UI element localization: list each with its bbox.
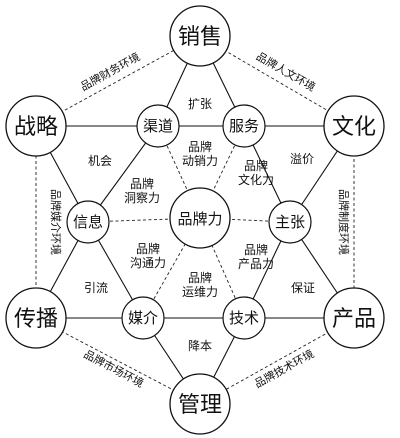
- force-culture: 品牌 文化力: [238, 159, 274, 187]
- edge-label-premium: 溢价: [290, 152, 314, 166]
- node-strategy-label: 战略: [14, 115, 58, 140]
- node-technology-label: 技术: [229, 309, 259, 327]
- node-culture: 文化: [323, 95, 385, 157]
- force-maintain-line2: 运维力: [182, 285, 218, 299]
- force-product-line1: 品牌: [244, 243, 268, 257]
- node-media: 媒介: [121, 296, 165, 340]
- force-product-line2: 产品力: [238, 257, 274, 271]
- force-insight: 品牌 洞察力: [124, 177, 160, 205]
- force-maintain-line1: 品牌: [188, 271, 212, 285]
- node-communication: 传播: [5, 287, 67, 349]
- force-motive-line1: 品牌: [188, 140, 212, 154]
- force-communicate: 品牌 沟通力: [130, 242, 166, 270]
- node-service: 服务: [222, 104, 266, 148]
- force-communicate-line1: 品牌: [136, 242, 160, 256]
- env-bottom-right: 品牌技术环境: [252, 346, 317, 390]
- edge-label-opportunity: 机会: [88, 154, 112, 168]
- edge-label-expand: 扩张: [188, 97, 212, 111]
- node-media-label: 媒介: [128, 309, 158, 327]
- edge-label-cost-reduce: 降本: [188, 339, 212, 353]
- node-information-label: 信息: [73, 213, 103, 231]
- force-labels: 品牌 动销力 品牌 文化力 品牌 产品力 品牌 运维力 品牌 沟通力 品牌 洞察…: [124, 140, 274, 299]
- edge-label-guide: 引流: [84, 281, 108, 295]
- center-label: 品牌力: [177, 210, 222, 228]
- node-communication-label: 传播: [14, 307, 58, 332]
- env-right: 品牌制度环境: [337, 189, 351, 255]
- edge-label-guarantee: 保证: [291, 281, 315, 295]
- node-center: 品牌力: [169, 187, 231, 249]
- node-management-label: 管理: [178, 393, 222, 418]
- env-left: 品牌媒介环境: [49, 189, 63, 255]
- node-proposition-label: 主张: [275, 213, 305, 231]
- edge-labels: 扩张 溢价 保证 降本 引流 机会: [84, 97, 315, 353]
- node-channel: 渠道: [136, 104, 180, 148]
- env-bottom-left: 品牌市场环境: [81, 347, 146, 390]
- node-information: 信息: [66, 200, 110, 244]
- env-top-right: 品牌人文环境: [254, 49, 318, 94]
- node-product: 产品: [323, 287, 385, 349]
- force-product: 品牌 产品力: [238, 243, 274, 271]
- force-communicate-line2: 沟通力: [130, 256, 166, 270]
- force-maintain: 品牌 运维力: [182, 271, 218, 299]
- node-proposition: 主张: [268, 200, 312, 244]
- node-sales-label: 销售: [178, 25, 222, 50]
- force-motive-line2: 动销力: [182, 154, 218, 168]
- node-management: 管理: [169, 373, 231, 435]
- force-motive: 品牌 动销力: [182, 140, 218, 168]
- force-culture-line2: 文化力: [238, 172, 274, 187]
- node-service-label: 服务: [229, 117, 259, 135]
- force-culture-line1: 品牌: [244, 159, 268, 173]
- force-insight-line1: 品牌: [130, 177, 154, 191]
- env-top-left: 品牌财务环境: [78, 49, 143, 93]
- node-channel-label: 渠道: [143, 117, 173, 135]
- node-culture-label: 文化: [332, 115, 376, 140]
- node-strategy: 战略: [5, 95, 67, 157]
- node-technology: 技术: [222, 296, 266, 340]
- node-sales: 销售: [169, 5, 231, 67]
- force-insight-line2: 洞察力: [124, 191, 160, 205]
- node-product-label: 产品: [332, 307, 376, 332]
